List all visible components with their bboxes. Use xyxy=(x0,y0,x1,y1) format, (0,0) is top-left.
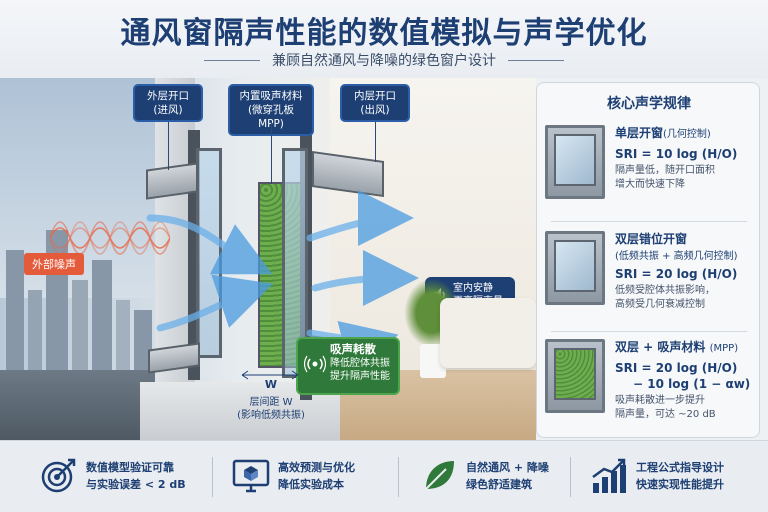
feature-green-building: 自然通风 + 降噪 绿色舒适建筑 xyxy=(420,455,580,499)
header: 通风窗隔声性能的数值模拟与声学优化 兼顾自然通风与降噪的绿色窗户设计 xyxy=(0,0,768,78)
rule-double-mpp-window: 双层 + 吸声材料 (MPP) SRI = 20 log (H/O) − 10 … xyxy=(545,339,753,435)
monitor-cube-icon xyxy=(232,459,270,493)
inner-opening-label: 内层开口 (出风) xyxy=(340,84,410,122)
rule-formula-2: − 10 log (1 − αw) xyxy=(633,377,751,391)
subtitle-row: 兼顾自然通风与降噪的绿色窗户设计 xyxy=(0,50,768,70)
footer-separator xyxy=(398,457,399,497)
rule-single-window: 单层开窗(几何控制) SRI = 10 log (H/O) 隔声量低，随开口面积… xyxy=(545,125,753,217)
subtitle-rule-left xyxy=(204,59,260,61)
rule-double-window: 双层错位开窗 (低频共振 + 高频几何控制) SRI = 20 log (H/O… xyxy=(545,231,753,327)
page-title: 通风窗隔声性能的数值模拟与声学优化 xyxy=(120,16,648,51)
feature-engineering-formula: 工程公式指导设计 快速实现性能提升 xyxy=(590,455,765,499)
mpp-window-icon xyxy=(545,339,605,413)
outer-opening-leader xyxy=(168,122,169,170)
mpp-leader xyxy=(271,122,272,184)
gap-caption: 层间距 W (影响低频共振) xyxy=(237,397,305,421)
panel-title: 核心声学规律 xyxy=(607,96,691,112)
noise-waves-icon xyxy=(50,221,170,255)
outer-opening-label: 外层开口 (进风) xyxy=(133,84,203,122)
panel-divider xyxy=(551,221,747,222)
rule-formula: SRI = 10 log (H/O) xyxy=(615,147,738,161)
target-icon xyxy=(41,458,76,493)
rule-formula: SRI = 20 log (H/O) xyxy=(615,361,738,375)
gap-dimension-icon xyxy=(241,370,299,380)
window-illustration: 外层开口 (进风) 内置吸声材料 (微穿孔板 MPP) 内层开口 (出风) 外部… xyxy=(0,78,536,440)
double-window-icon xyxy=(545,231,605,305)
page-subtitle: 兼顾自然通风与降噪的绿色窗户设计 xyxy=(272,53,496,69)
footer-separator xyxy=(212,457,213,497)
rule-formula: SRI = 20 log (H/O) xyxy=(615,267,738,281)
feature-efficient-prediction: 高效预测与优化 降低实验成本 xyxy=(232,455,402,499)
single-window-icon xyxy=(545,125,605,199)
sound-absorb-icon xyxy=(304,355,326,373)
inner-window-glass xyxy=(282,148,308,378)
inner-opening-leader xyxy=(375,122,376,162)
sofa xyxy=(440,298,536,368)
gap-label: W xyxy=(264,378,278,391)
external-noise-label: 外部噪声 xyxy=(24,253,84,275)
footer-features: 数值模型验证可靠 与实验误差 < 2 dB 高效预测与优化 降低实验成本 自然通… xyxy=(0,440,768,512)
growth-chart-icon xyxy=(592,458,626,493)
footer-separator xyxy=(570,457,571,497)
feature-model-validation: 数值模型验证可靠 与实验误差 < 2 dB xyxy=(40,455,220,499)
acoustic-rules-panel: 核心声学规律 单层开窗(几何控制) SRI = 10 log (H/O) 隔声量… xyxy=(536,82,760,438)
panel-divider xyxy=(551,331,747,332)
leaf-icon xyxy=(425,461,454,490)
absorption-badge: 吸声耗散 降低腔体共振 提升隔声性能 xyxy=(296,337,400,395)
subtitle-rule-right xyxy=(508,59,564,61)
